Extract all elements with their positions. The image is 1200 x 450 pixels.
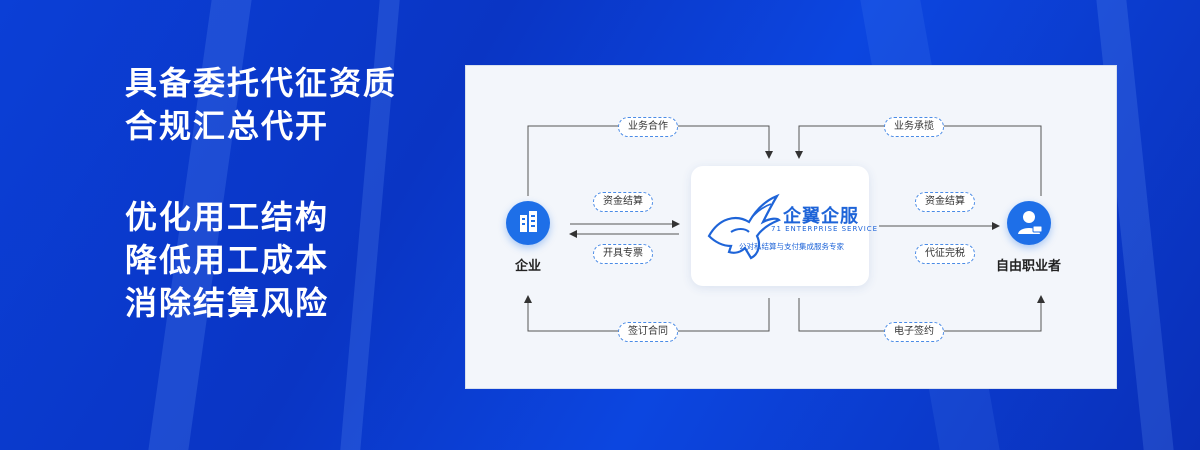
label-mid-left-top: 资金结算 xyxy=(593,192,653,212)
label-top-right: 业务承揽 xyxy=(884,117,944,137)
pegasus-logo-icon xyxy=(707,193,781,260)
building-icon xyxy=(506,201,550,245)
slogan-block: 具备委托代征资质 合规汇总代开 优化用工结构 降低用工成本 消除结算风险 xyxy=(125,62,397,325)
node-freelancer: 自由职业者 xyxy=(996,201,1061,274)
center-description: 公对私结算与支付集成服务专家 xyxy=(739,242,844,251)
label-mid-right-bottom: 代征完税 xyxy=(915,244,975,264)
center-subtitle: 71 ENTERPRISE SERVICE xyxy=(771,225,879,233)
label-mid-left-bottom: 开具专票 xyxy=(593,244,653,264)
center-title: 企翼企服 xyxy=(783,206,859,227)
person-icon xyxy=(1006,201,1051,245)
center-logo-card: 企翼企服 71 ENTERPRISE SERVICE 公对私结算与支付集成服务专… xyxy=(691,166,877,286)
label-bottom-left: 签订合同 xyxy=(618,322,678,342)
slogan-line: 合规汇总代开 xyxy=(125,107,330,145)
slogan-line: 降低用工成本 xyxy=(125,241,330,279)
flow-diagram-panel: 业务合作 业务承揽 签订合同 电子签约 资金结算 开具专票 资金结算 代征完税 … xyxy=(465,65,1117,389)
label-top-left: 业务合作 xyxy=(618,117,678,137)
node-label: 自由职业者 xyxy=(996,259,1062,274)
slogan-line: 消除结算风险 xyxy=(125,284,330,322)
slogan-line: 优化用工结构 xyxy=(125,198,330,236)
node-enterprise: 企业 xyxy=(506,201,550,274)
node-label: 企业 xyxy=(514,259,541,274)
label-mid-right-top: 资金结算 xyxy=(915,192,975,212)
slogan-line: 具备委托代征资质 xyxy=(125,64,398,102)
label-bottom-right: 电子签约 xyxy=(884,322,944,342)
